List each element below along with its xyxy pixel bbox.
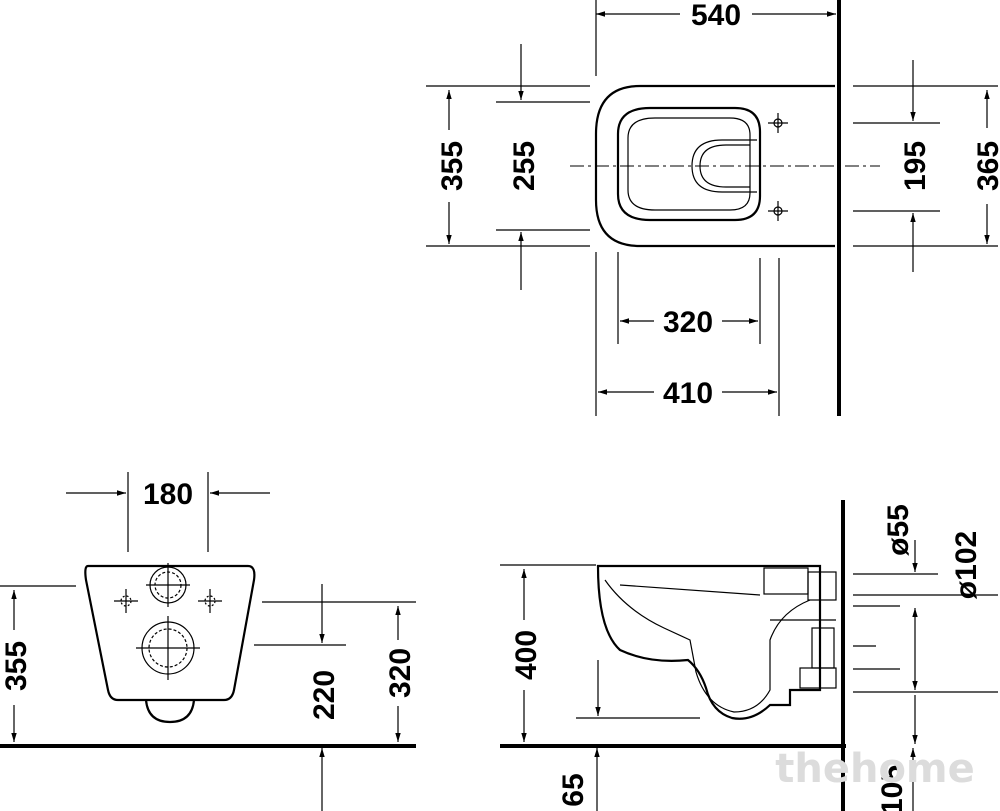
side-connection [763, 567, 837, 689]
dim-355-top: 355 [436, 141, 469, 191]
side-bowl-inner [604, 579, 811, 713]
dim-365: 365 [972, 141, 1000, 191]
top-drain [691, 139, 757, 193]
dim-105: 105 [876, 765, 909, 811]
dim-355-front: 355 [0, 641, 33, 691]
side-bowl-inner-2 [619, 584, 761, 596]
top-view: 540 355 255 195 365 320 [426, 0, 1000, 416]
fixing-hole-icon [768, 113, 788, 221]
dim-540: 540 [691, 0, 741, 32]
side-bowl-outline [596, 564, 822, 720]
dim-255: 255 [508, 141, 541, 191]
dim-410: 410 [663, 377, 713, 410]
top-rim-inner [627, 117, 751, 211]
dim-220: 220 [308, 670, 341, 720]
dim-400: 400 [510, 630, 543, 680]
side-view: 400 65 ø55 ø102 105 [500, 500, 998, 811]
front-view: 180 355 220 320 [0, 472, 417, 811]
watermark: thehome [775, 746, 975, 792]
dim-195: 195 [899, 141, 932, 191]
dim-180: 180 [143, 478, 193, 511]
top-seat-inner [616, 106, 762, 222]
connection-circle-icon [136, 563, 200, 680]
front-trap [144, 699, 196, 724]
dim-65: 65 [557, 773, 590, 806]
fixing-hole-icon [114, 589, 222, 613]
front-bowl-outline [84, 564, 256, 702]
dim-320-top: 320 [663, 306, 713, 339]
dim-320-front: 320 [384, 648, 417, 698]
dim-55: ø55 [882, 504, 915, 556]
dim-102: ø102 [950, 531, 983, 599]
top-bowl-outline [594, 84, 835, 248]
